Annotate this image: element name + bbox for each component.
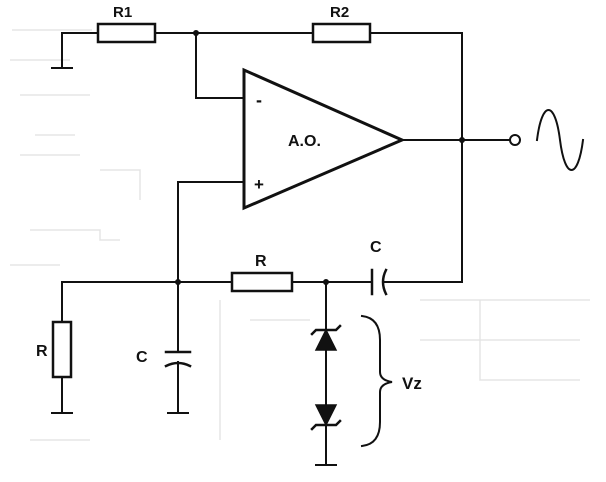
opamp-triangle bbox=[242, 67, 406, 211]
zener-diode-upper bbox=[310, 324, 342, 351]
junction-dot bbox=[175, 279, 181, 285]
capacitor-series-c bbox=[370, 268, 391, 296]
junction-dot bbox=[193, 30, 199, 36]
resistor-shunt-r bbox=[51, 320, 73, 379]
label-series-c: C bbox=[370, 239, 382, 256]
zener-diode-lower bbox=[310, 404, 342, 431]
wires bbox=[51, 32, 511, 466]
label-plus: + bbox=[254, 175, 264, 194]
junction-dot bbox=[323, 279, 329, 285]
background-ghost bbox=[10, 29, 590, 441]
label-shunt-r: R bbox=[36, 343, 48, 360]
wire-output-to-series-c bbox=[389, 139, 463, 283]
resistor-r2 bbox=[311, 22, 372, 44]
junction-dot bbox=[459, 137, 465, 143]
resistor-r1 bbox=[96, 22, 157, 44]
output-terminal bbox=[509, 134, 521, 146]
label-zener-vz: Vz bbox=[402, 374, 422, 393]
wire-node-to-minus bbox=[195, 32, 245, 99]
wire-plus-to-rail bbox=[177, 181, 245, 283]
sine-wave-icon bbox=[535, 109, 585, 171]
ground-symbol-top bbox=[51, 32, 73, 69]
resistor-series-r bbox=[230, 271, 294, 293]
label-shunt-c: C bbox=[136, 349, 148, 366]
label-r1: R1 bbox=[113, 4, 132, 21]
capacitor-shunt-c bbox=[164, 350, 192, 368]
vz-brace bbox=[360, 314, 393, 448]
label-opamp: A.O. bbox=[288, 133, 321, 150]
junction-dots bbox=[175, 30, 465, 285]
label-r2: R2 bbox=[330, 4, 349, 21]
label-minus: - bbox=[256, 90, 262, 110]
wire-r2-to-output bbox=[369, 32, 463, 141]
label-series-r: R bbox=[255, 253, 267, 270]
